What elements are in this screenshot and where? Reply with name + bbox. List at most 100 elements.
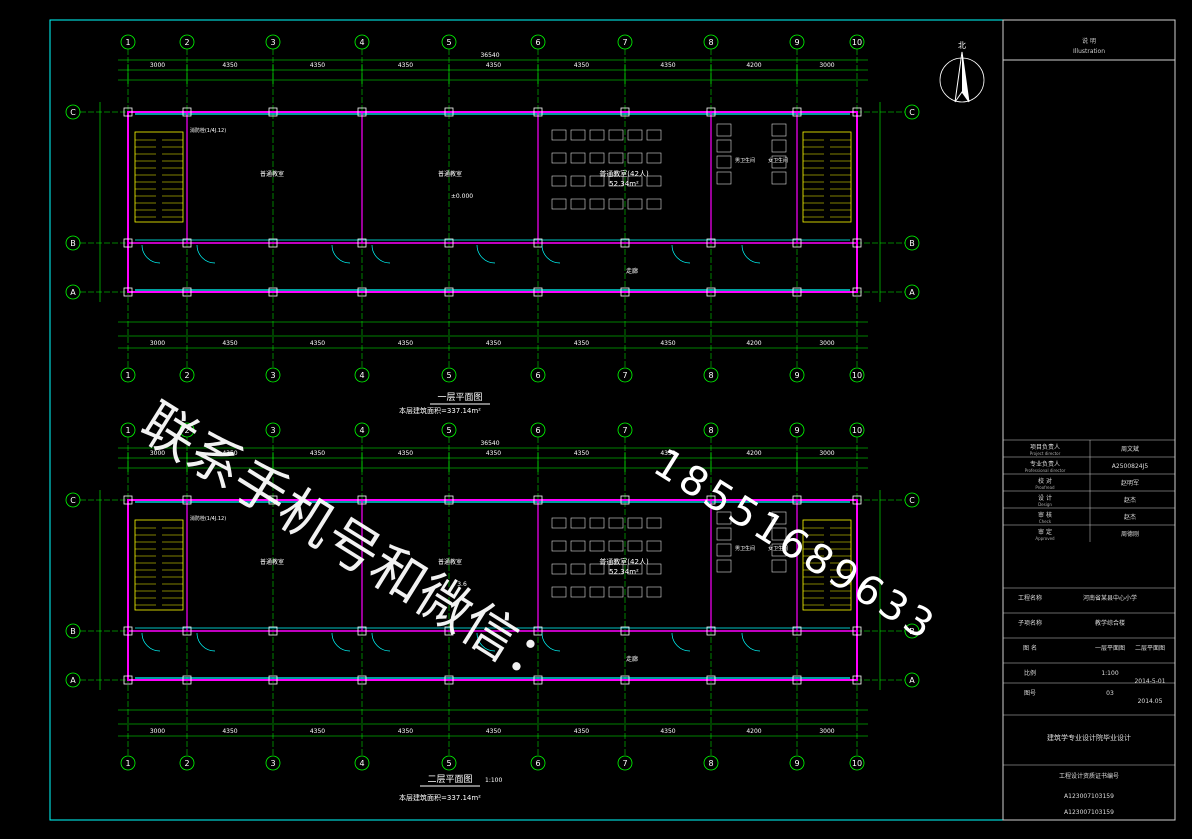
axis-label: C: [909, 496, 915, 505]
axis-label: B: [909, 239, 915, 248]
axis-label: 7: [622, 38, 627, 47]
column: [852, 238, 862, 248]
desk: [589, 198, 605, 210]
column: [533, 495, 543, 505]
bay-dimension: 4350: [310, 340, 325, 347]
room-label-corridor: 走廊: [626, 655, 638, 663]
column: [620, 287, 630, 297]
tb-row-label: 设 计: [1038, 494, 1052, 502]
door-swing: [476, 632, 496, 652]
axis-bubble: [849, 34, 865, 50]
column: [123, 287, 133, 297]
axis-bubble: [789, 367, 805, 383]
axis-bubble: [904, 284, 920, 300]
axis-label: 2: [184, 759, 189, 768]
axis-bubble: [904, 104, 920, 120]
axis-label: 3: [270, 426, 275, 435]
door-swing: [141, 632, 161, 652]
room-label-toilet: 女卫生间: [768, 157, 788, 164]
axis-label: 4: [359, 759, 364, 768]
plan2-scale: 1:100: [485, 777, 502, 784]
bay-dimension: 3000: [150, 340, 165, 347]
desk: [551, 563, 567, 575]
door-swing: [741, 244, 761, 264]
tb-block-value: 03: [1106, 690, 1114, 697]
desk: [608, 517, 624, 529]
column: [444, 107, 454, 117]
axis-label: B: [909, 627, 915, 636]
axis-bubble: [120, 755, 136, 771]
axis-label: 9: [794, 371, 799, 380]
axis-bubble: [904, 672, 920, 688]
toilet-stall: [771, 527, 787, 541]
bay-dimension: 4350: [660, 450, 675, 457]
desk: [551, 517, 567, 529]
toilet-stall: [716, 123, 732, 137]
tb-block-label: 比例: [1024, 669, 1036, 677]
bay-dimension: 4350: [486, 450, 501, 457]
bay-dimension: 4350: [486, 62, 501, 69]
axis-bubble: [265, 422, 281, 438]
axis-label: C: [909, 108, 915, 117]
column: [792, 495, 802, 505]
column: [182, 675, 192, 685]
toilet-stall: [716, 511, 732, 525]
desk: [627, 540, 643, 552]
door-swing: [371, 244, 391, 264]
column: [268, 107, 278, 117]
axis-label: 10: [852, 426, 862, 435]
bay-dimension: 3000: [819, 450, 834, 457]
column: [268, 495, 278, 505]
axis-label: 8: [708, 426, 713, 435]
axis-label: 10: [852, 38, 862, 47]
desk: [646, 586, 662, 598]
toilet-stall: [771, 543, 787, 557]
axis-bubble: [120, 367, 136, 383]
desk: [589, 175, 605, 187]
tb-date-value: 2014-5-01: [1134, 678, 1165, 685]
elevation-mark: ±0.000: [451, 193, 473, 200]
bay-dimension: 3000: [819, 340, 834, 347]
toilet-stall: [716, 543, 732, 557]
bay-dimension: 4350: [398, 62, 413, 69]
axis-bubble: [65, 235, 81, 251]
bay-dimension: 4350: [398, 728, 413, 735]
axis-label: 2: [184, 426, 189, 435]
desk: [570, 129, 586, 141]
axis-label: 1: [125, 759, 130, 768]
axis-label: 5: [446, 38, 451, 47]
column: [852, 626, 862, 636]
axis-label: A: [909, 676, 915, 685]
fire-hydrant-label: 消防栓(1/4J.12): [190, 515, 226, 522]
tb-row-value: A2500824J5: [1112, 463, 1149, 470]
door-swing: [541, 244, 561, 264]
stair: [802, 131, 852, 223]
desk: [608, 563, 624, 575]
column: [123, 238, 133, 248]
tb-block-label: 工程名称: [1018, 594, 1042, 602]
column: [444, 495, 454, 505]
axis-label: 10: [852, 759, 862, 768]
column: [444, 287, 454, 297]
axis-bubble: [441, 367, 457, 383]
axis-bubble: [904, 492, 920, 508]
column: [182, 107, 192, 117]
column: [706, 626, 716, 636]
axis-bubble: [789, 34, 805, 50]
toilet-stall: [716, 527, 732, 541]
axis-label: 8: [708, 38, 713, 47]
desk: [589, 563, 605, 575]
column: [533, 238, 543, 248]
door-swing: [141, 244, 161, 264]
desk: [646, 152, 662, 164]
tb-block-value: 1:100: [1101, 670, 1118, 677]
door-swing: [196, 632, 216, 652]
column: [852, 107, 862, 117]
axis-bubble: [120, 34, 136, 50]
bay-dimension: 4350: [486, 340, 501, 347]
desk: [570, 563, 586, 575]
axis-bubble: [849, 755, 865, 771]
column: [268, 675, 278, 685]
desk: [570, 175, 586, 187]
axis-bubble: [849, 422, 865, 438]
